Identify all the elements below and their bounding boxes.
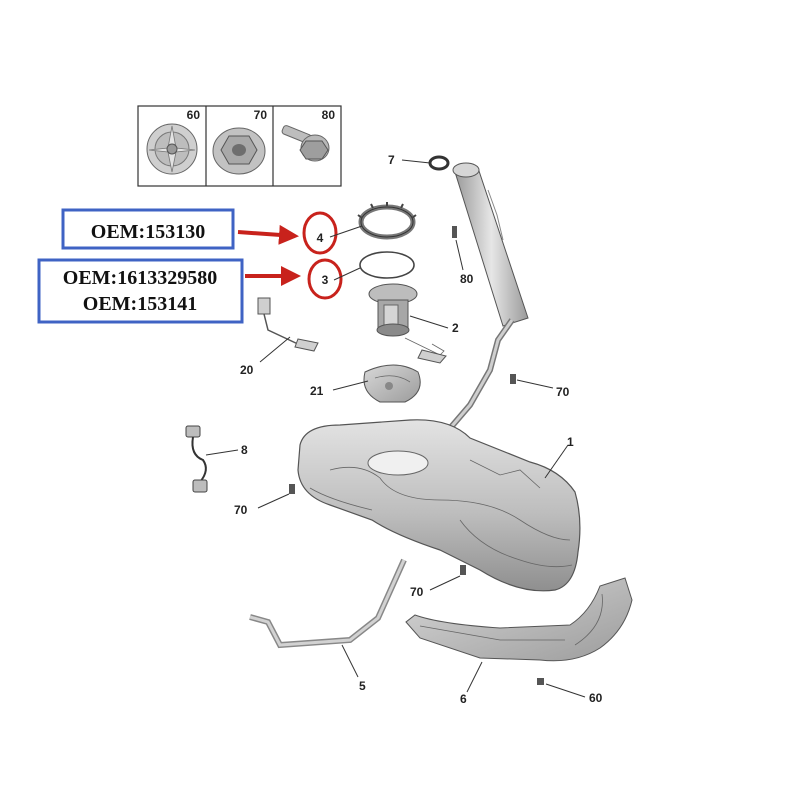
fuel-tank-part — [297, 419, 581, 592]
callout-20: 20 — [240, 363, 254, 377]
callout-70-left: 70 — [234, 503, 248, 517]
callout-2: 2 — [452, 321, 459, 335]
fastener-panel: 60 70 80 — [137, 105, 342, 187]
callout-70-bottom: 70 — [410, 585, 424, 599]
filler-neck-pipe-part — [420, 162, 529, 455]
callout-5: 5 — [359, 679, 366, 693]
callout-8: 8 — [241, 443, 248, 457]
wiring-harness-part — [185, 425, 208, 493]
flange-bolt-icon — [281, 125, 330, 162]
underbody-shield-part — [405, 577, 633, 662]
oem-number: OEM:153141 — [83, 293, 197, 315]
callout-70-top: 70 — [556, 385, 570, 399]
callout-1: 1 — [567, 435, 574, 449]
fuel-pump-module-part — [368, 283, 447, 364]
heat-shield-part — [363, 364, 421, 403]
fastener-number-70: 70 — [254, 108, 268, 122]
callout-21: 21 — [310, 384, 324, 398]
callout-60: 60 — [589, 691, 603, 705]
callout-7: 7 — [388, 153, 395, 167]
filler-o-ring-part — [428, 155, 450, 171]
fastener-number-60: 60 — [187, 108, 201, 122]
lock-ring-part — [357, 202, 417, 240]
oem-number: OEM:153130 — [91, 221, 205, 243]
leader-lines — [205, 159, 586, 698]
callout-6: 6 — [460, 692, 467, 706]
tank-strap-part — [249, 558, 407, 649]
flange-nut-icon — [212, 127, 266, 175]
fastener-number-80: 80 — [322, 108, 336, 122]
fastener-marks — [289, 226, 544, 685]
highlight-circle — [302, 211, 338, 255]
highlight-circle — [307, 258, 343, 300]
seal-part — [359, 251, 415, 279]
oem-box-lock-ring: OEM:153130 — [61, 208, 235, 250]
oem-box-seal: OEM:1613329580 OEM:153141 — [37, 258, 244, 324]
clip-nut-icon — [146, 123, 198, 175]
fuel-level-sender-part — [257, 297, 319, 352]
callout-80: 80 — [460, 272, 474, 286]
callout-3: 3 — [322, 273, 329, 287]
red-arrow — [237, 224, 299, 245]
oem-number: OEM:1613329580 — [63, 267, 217, 289]
callout-4: 4 — [317, 231, 324, 245]
